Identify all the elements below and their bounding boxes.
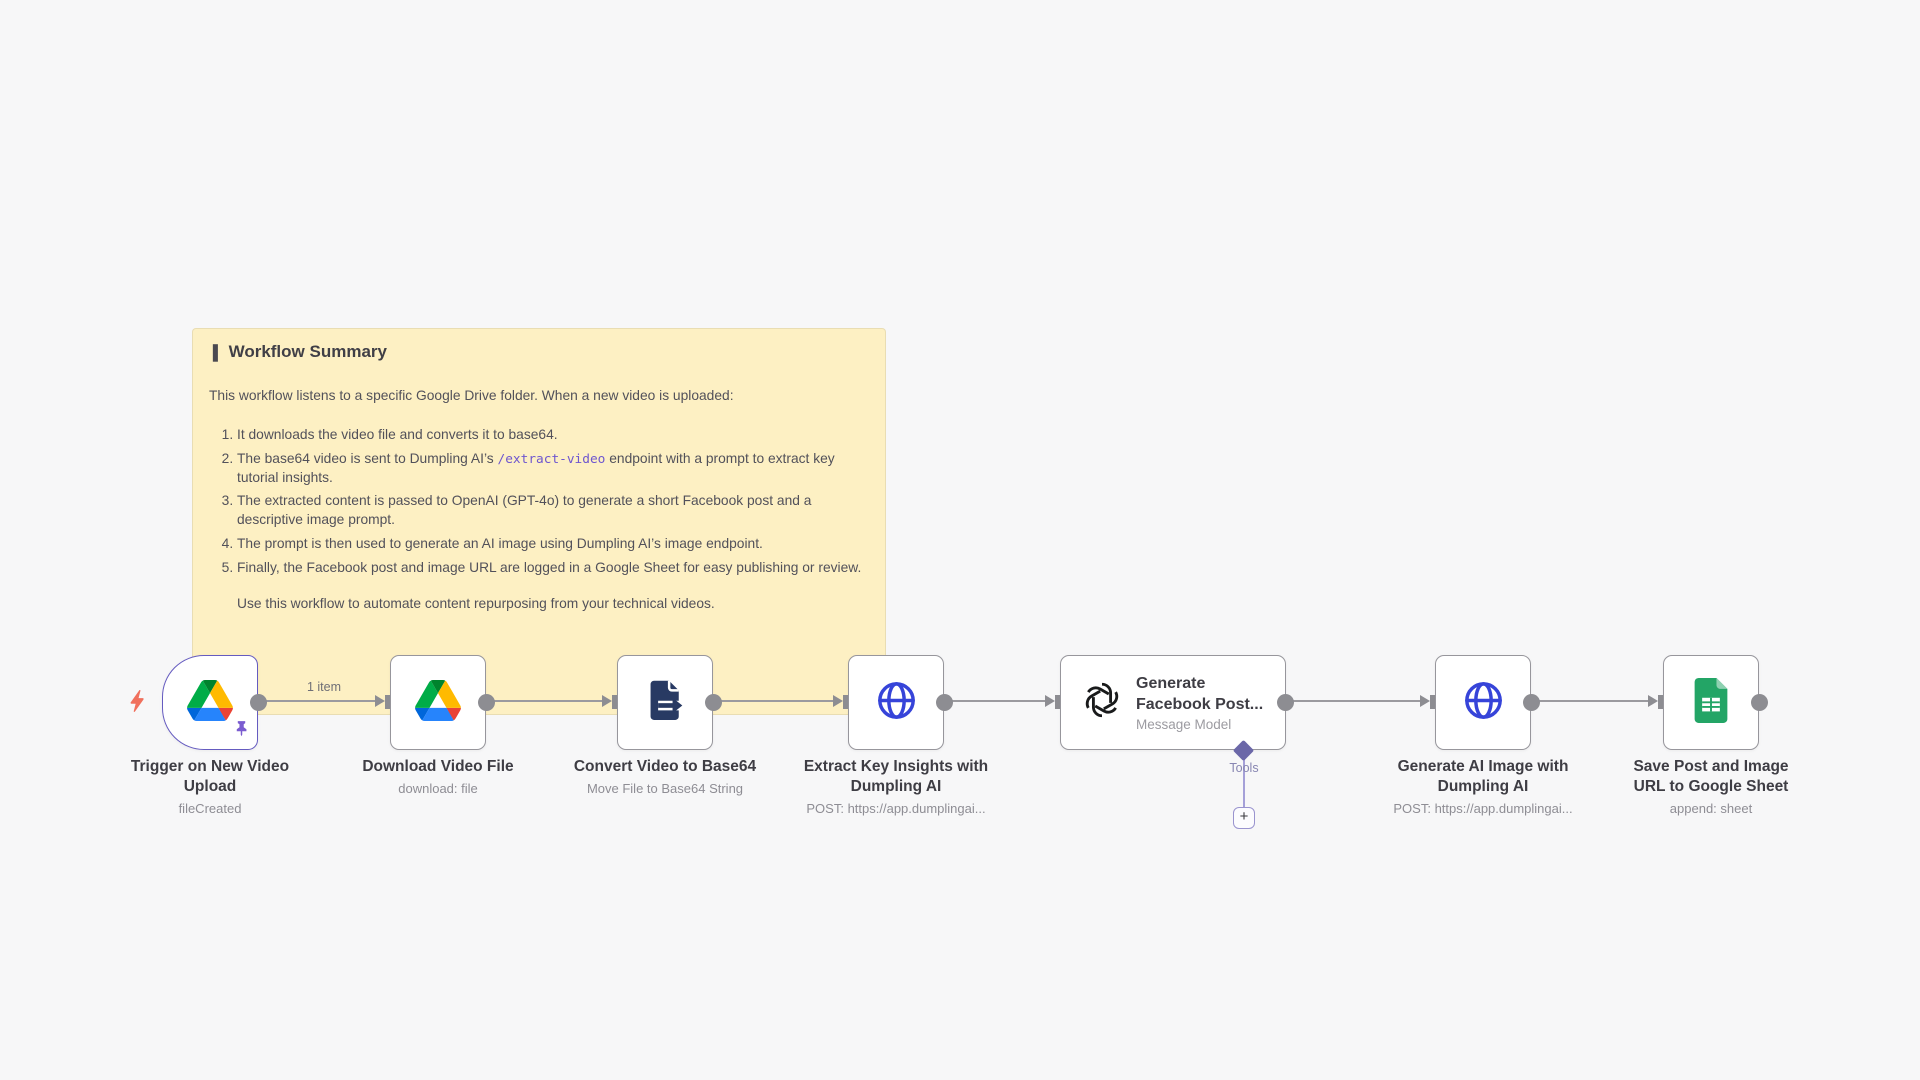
node-label-save: Save Post and Image URL to Google Sheet … — [1591, 757, 1831, 817]
node-inner-text: Generate Facebook Post... Message Model — [1136, 675, 1264, 732]
output-port[interactable] — [705, 694, 722, 711]
connection-line — [1286, 700, 1422, 702]
google-drive-icon — [187, 679, 233, 726]
openai-logo-icon — [1081, 679, 1123, 726]
input-port[interactable] — [1055, 695, 1060, 709]
connection-items-label: 1 item — [306, 680, 342, 694]
node-trigger-on-new-video-upload[interactable] — [162, 655, 258, 750]
input-port[interactable] — [612, 695, 617, 709]
output-port[interactable] — [250, 694, 267, 711]
connection-line — [486, 700, 604, 702]
connection-line — [258, 700, 376, 702]
node-subtitle: download: file — [398, 781, 478, 796]
arrowhead-icon — [602, 695, 612, 707]
output-port[interactable] — [936, 694, 953, 711]
input-port[interactable] — [1658, 695, 1663, 709]
node-subtitle: fileCreated — [178, 801, 242, 816]
node-save-to-google-sheet[interactable] — [1663, 655, 1759, 750]
node-label-trigger: Trigger on New Video Upload fileCreated — [90, 757, 330, 817]
output-port[interactable] — [1277, 694, 1294, 711]
arrowhead-icon — [833, 695, 843, 707]
sticky-note-steps: It downloads the video file and converts… — [209, 425, 869, 577]
node-subtitle: Message Model — [1136, 717, 1232, 732]
sticky-step: It downloads the video file and converts… — [237, 425, 869, 445]
node-generate-ai-image[interactable] — [1435, 655, 1531, 750]
sticky-note-title: Workflow Summary — [228, 342, 387, 361]
globe-icon — [874, 678, 919, 728]
connection-line — [713, 700, 835, 702]
output-port[interactable] — [1751, 694, 1768, 711]
sticky-note-intro: This workflow listens to a specific Goog… — [209, 388, 734, 403]
sticky-step: The extracted content is passed to OpenA… — [237, 491, 869, 530]
node-generate-facebook-post[interactable]: Generate Facebook Post... Message Model — [1060, 655, 1286, 750]
input-port[interactable] — [1430, 695, 1435, 709]
node-label-extract: Extract Key Insights with Dumpling AI PO… — [776, 757, 1016, 817]
arrowhead-icon — [375, 695, 385, 707]
output-port[interactable] — [1523, 694, 1540, 711]
input-port[interactable] — [843, 695, 848, 709]
heading-bar-icon: ❚ — [209, 342, 222, 362]
input-port[interactable] — [385, 695, 390, 709]
connection-line — [944, 700, 1047, 702]
node-label-convert: Convert Video to Base64 Move File to Bas… — [545, 757, 785, 797]
node-subtitle: POST: https://app.dumplingai... — [1393, 801, 1573, 816]
file-export-icon — [643, 678, 687, 727]
inline-code: /extract-video — [497, 451, 606, 467]
google-drive-icon — [415, 679, 461, 726]
node-subtitle: POST: https://app.dumplingai... — [806, 801, 986, 816]
sticky-note-outro: Use this workflow to automate content re… — [237, 596, 715, 612]
node-download-video-file[interactable] — [390, 655, 486, 750]
sticky-step: The prompt is then used to generate an A… — [237, 534, 869, 554]
sticky-step: The base64 video is sent to Dumpling AI’… — [237, 449, 869, 488]
tools-connection-line — [1243, 752, 1245, 810]
node-subtitle: append: sheet — [1669, 801, 1753, 816]
node-label-download: Download Video File download: file — [318, 757, 558, 797]
sticky-note-heading: ❚ Workflow Summary — [209, 342, 869, 362]
arrowhead-icon — [1420, 695, 1430, 707]
add-tool-button[interactable]: + — [1233, 807, 1255, 829]
node-label-generate-image: Generate AI Image with Dumpling AI POST:… — [1363, 757, 1603, 817]
globe-icon — [1461, 678, 1506, 728]
arrowhead-icon — [1648, 695, 1658, 707]
node-extract-key-insights[interactable] — [848, 655, 944, 750]
lightning-bolt-icon — [127, 689, 148, 718]
arrowhead-icon — [1045, 695, 1055, 707]
node-convert-video-to-base64[interactable] — [617, 655, 713, 750]
node-subtitle: Move File to Base64 String — [586, 781, 744, 796]
google-sheets-icon — [1694, 677, 1728, 728]
sticky-step: Finally, the Facebook post and image URL… — [237, 558, 869, 578]
pin-icon — [235, 720, 248, 742]
tools-port-label: Tools — [1229, 761, 1259, 775]
output-port[interactable] — [478, 694, 495, 711]
connection-line — [1531, 700, 1650, 702]
sticky-note-workflow-summary[interactable]: ❚ Workflow Summary This workflow listens… — [192, 328, 886, 715]
